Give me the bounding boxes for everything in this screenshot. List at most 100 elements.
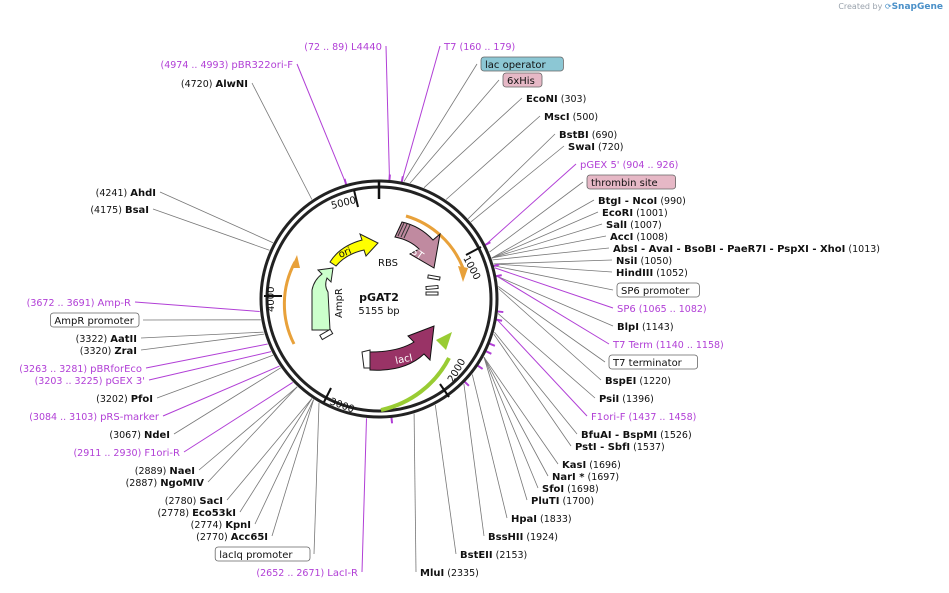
- t7-text: T7 (160 .. 179): [443, 42, 515, 53]
- bfuai-bspmi-leader: [494, 331, 578, 435]
- t7-terminator-label: T7 terminator: [608, 354, 698, 370]
- t7-terminator-text: T7 terminator: [612, 358, 683, 369]
- ampr-label: AmpR: [334, 288, 345, 318]
- ngomiv-leader: [207, 386, 298, 483]
- tick-1000: [465, 246, 482, 256]
- hindiii-text: HindIII (1052): [616, 268, 688, 279]
- tick-5000: [353, 189, 359, 208]
- kasi-text: KasI (1696): [562, 460, 621, 471]
- sp6-promoter-label: SP6 promoter: [616, 282, 700, 298]
- mlui-leader: [413, 413, 417, 573]
- t7-terminator-mark: [425, 284, 439, 291]
- feature-labels: (4974 .. 4993) pBR322ori-F(4720) AlwNI(4…: [19, 42, 880, 579]
- bsteii-leader: [434, 404, 457, 555]
- pluti-text: PluTI (1700): [531, 496, 594, 507]
- plasmid-name: pGAT2: [359, 291, 399, 304]
- watermark-created-by: Created by: [838, 2, 883, 11]
- msci-label: MscI (500): [544, 112, 598, 123]
- pgex-5-text: pGEX 5' (904 .. 926): [580, 160, 678, 171]
- snapgene-watermark: Created by ⟳SnapGene: [838, 2, 943, 12]
- sp6-promoter-text: SP6 promoter: [621, 286, 690, 297]
- lac-operator-box: [480, 56, 564, 72]
- econi-label: EcoNI (303): [526, 94, 586, 105]
- primer-site-mark: [477, 364, 484, 370]
- ampr-feature-arrow: [311, 267, 334, 331]
- tick-marks: [264, 181, 482, 403]
- lac-operator-text: lac operator: [485, 60, 546, 71]
- ampr-promoter-box: [319, 328, 334, 341]
- psti-sbfi-text: PstI - SbfI (1537): [575, 442, 665, 453]
- acc65i-label: (2770) Acc65I: [196, 532, 268, 543]
- alwni-leader: [251, 82, 313, 200]
- zrai-leader: [140, 333, 265, 351]
- blpi-text: BlpI (1143): [617, 322, 674, 333]
- tick-label-3000: 3000: [328, 396, 356, 415]
- pbrforeco-label: (3263 .. 3281) pBRforEco: [19, 364, 142, 375]
- sali-leader: [491, 223, 603, 259]
- psti-sbfi-leader: [493, 333, 572, 447]
- hindiii-leader: [493, 263, 613, 273]
- sfoi-text: SfoI (1698): [542, 484, 599, 495]
- prs-marker-leader: [162, 365, 280, 417]
- sp6-promoter-mark: [427, 274, 441, 281]
- l4440-text: (72 .. 89) L4440: [304, 42, 382, 53]
- bspei-leader: [498, 288, 602, 381]
- amp-r-leader: [134, 301, 260, 312]
- 6xhis-text: 6xHis: [507, 76, 535, 87]
- naei-label: (2889) NaeI: [135, 466, 195, 477]
- bsai-leader: [152, 208, 270, 251]
- rbs-label: RBS: [378, 258, 398, 269]
- acc65i-leader: [271, 399, 314, 537]
- f1ori-r-label: (2911 .. 2930) F1ori-R: [73, 448, 180, 459]
- kpni-text: (2774) KpnI: [191, 520, 251, 531]
- acci-text: AccI (1008): [610, 232, 668, 243]
- laciq-promoter-leader: [313, 402, 320, 555]
- bsshii-text: BssHII (1924): [488, 532, 558, 543]
- msci-leader: [445, 115, 541, 200]
- msci-text: MscI (500): [544, 112, 598, 123]
- sp6-label: SP6 (1065 .. 1082): [617, 304, 707, 315]
- f1ori-f-label: F1ori-F (1437 .. 1458): [591, 412, 696, 423]
- ahdi-leader: [159, 191, 274, 244]
- lac-operator-leader: [403, 63, 478, 182]
- btgi-ncoi-leader: [491, 199, 595, 259]
- leader-lines: [134, 45, 614, 573]
- primer-site-mark: [493, 263, 500, 268]
- bspei-text: BspEI (1220): [605, 376, 671, 387]
- prs-marker-label: (3084 .. 3103) pRS-marker: [29, 412, 160, 423]
- orange-arc-left: [282, 261, 297, 345]
- sali-text: SalI (1007): [606, 220, 662, 231]
- t7-term-label: T7 Term (1140 .. 1158): [612, 340, 724, 351]
- bstbi-leader: [467, 133, 556, 219]
- mlui-label: MluI (2335): [420, 568, 479, 579]
- saci-leader: [226, 398, 313, 501]
- bsai-text: (4175) BsaI: [90, 205, 149, 216]
- orange-arc-top-head: [458, 266, 468, 282]
- aatii-label: (3322) AatII: [76, 334, 137, 345]
- lac-operator-label: lac operator: [480, 56, 564, 72]
- 6xhis-leader: [409, 79, 500, 184]
- bspei-label: BspEI (1220): [605, 376, 671, 387]
- econi-text: EcoNI (303): [526, 94, 586, 105]
- prs-marker-text: (3084 .. 3103) pRS-marker: [29, 412, 160, 423]
- aatii-leader: [140, 331, 264, 339]
- laci-r-label: (2652 .. 2671) LacI-R: [256, 568, 358, 579]
- thrombin-site-label: thrombin site: [586, 174, 676, 190]
- naei-text: (2889) NaeI: [135, 466, 195, 477]
- acci-label: AccI (1008): [610, 232, 668, 243]
- primer-site-mark: [400, 176, 404, 183]
- pgex-3-text: (3203 .. 3225) pGEX 3': [35, 376, 145, 387]
- laci-r-text: (2652 .. 2671) LacI-R: [256, 568, 358, 579]
- bsteii-label: BstEII (2153): [460, 550, 527, 561]
- nsii-text: NsiI (1050): [616, 256, 672, 267]
- ahdi-text: (4241) AhdI: [96, 188, 156, 199]
- primer-site-mark: [463, 380, 470, 387]
- primer-site-mark: [485, 350, 492, 355]
- primer-site-mark: [496, 318, 503, 322]
- zrai-label: (3320) ZraI: [80, 346, 137, 357]
- pluti-label: PluTI (1700): [531, 496, 594, 507]
- ori-label: ori: [337, 246, 353, 261]
- bsteii-text: BstEII (2153): [460, 550, 527, 561]
- primer-site-mark: [495, 274, 502, 278]
- t7-label: T7 (160 .. 179): [443, 42, 515, 53]
